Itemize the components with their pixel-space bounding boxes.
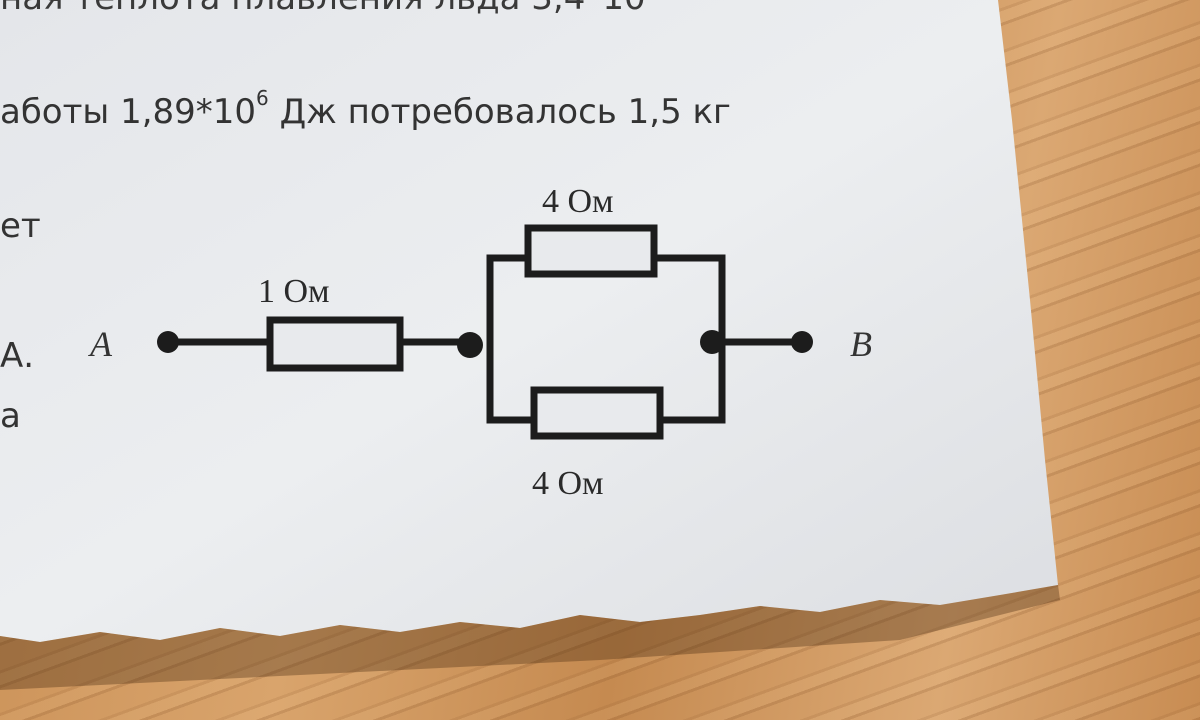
terminal-b (791, 331, 813, 353)
paper-surface (0, 0, 1058, 642)
node-a-label: A (88, 324, 113, 364)
junction-left (457, 332, 483, 358)
problem-text-line-2: аботы 1,89*106 Дж потребовалось 1,5 кг (0, 86, 731, 132)
wire (486, 340, 534, 424)
resistor-bottom-label: 4 Ом (532, 465, 604, 502)
resistor-parallel-top (524, 224, 658, 278)
resistor-series (266, 316, 404, 372)
text-main: аботы 1,89*10 (0, 92, 257, 132)
text-fragment: ет (0, 206, 41, 246)
text-rest: Дж потребовалось 1,5 кг (268, 92, 731, 132)
text-fragment: а (0, 396, 21, 436)
paper-shadow (0, 585, 1060, 690)
resistor-top-label: 4 Ом (542, 183, 614, 220)
terminal-a (157, 331, 179, 353)
node-b-label: B (850, 324, 872, 364)
circuit-diagram (168, 224, 800, 440)
text-fragment: А. (0, 336, 35, 376)
junction-right (700, 330, 724, 354)
text-exponent: 6 (256, 86, 269, 110)
resistor-series-label: 1 Ом (258, 273, 330, 310)
problem-text-line-top: ная теплота плавления льда 3,4*10 (0, 0, 646, 18)
resistor-parallel-bottom (530, 386, 664, 440)
